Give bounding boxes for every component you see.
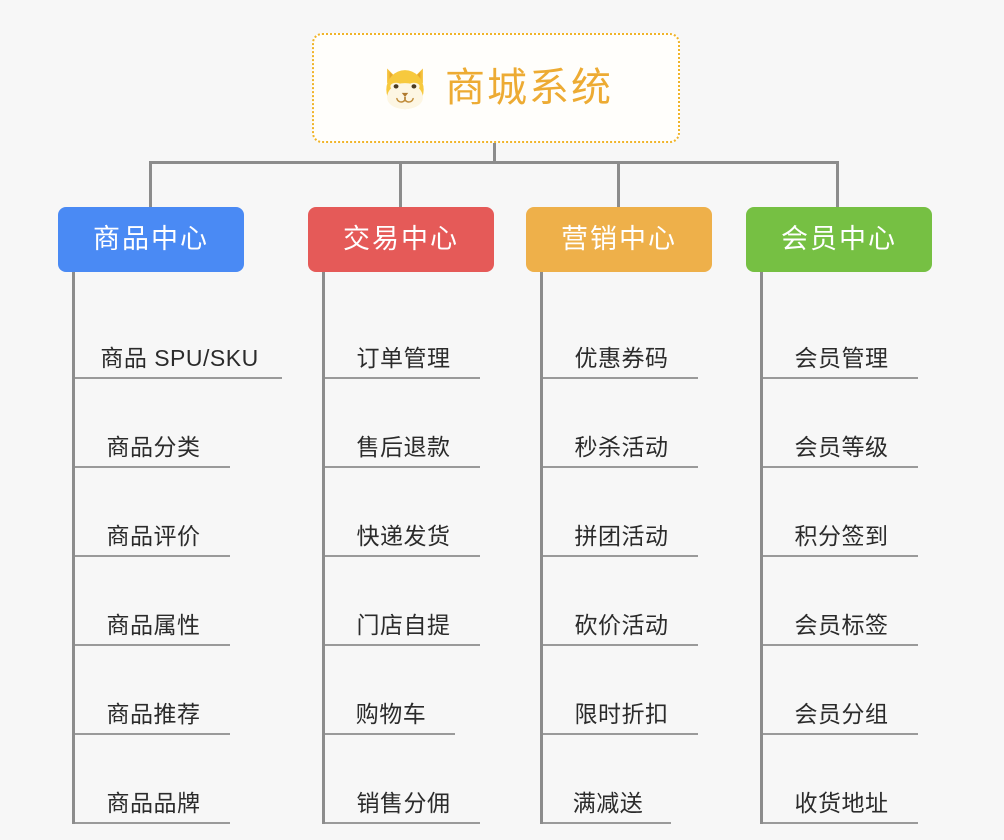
leaf-item[interactable]: 限时折扣	[543, 646, 698, 735]
leaf-item[interactable]: 会员管理	[763, 290, 918, 379]
leaf-item[interactable]: 收货地址	[763, 735, 918, 824]
connector-drop-3	[836, 161, 839, 208]
connector-drop-2	[617, 161, 620, 208]
branch-header-0[interactable]: 商品中心	[58, 207, 244, 272]
leaf-item-label: 会员分组	[794, 700, 889, 727]
leaf-item-label: 拼团活动	[574, 522, 669, 549]
branch-header-2[interactable]: 营销中心	[526, 207, 712, 272]
leaf-item-label: 订单管理	[356, 344, 451, 371]
leaf-item-label: 会员标签	[794, 611, 889, 638]
leaf-item-label: 商品属性	[106, 611, 201, 638]
leaf-item-label: 会员管理	[794, 344, 889, 371]
leaf-item-label: 积分签到	[794, 522, 889, 549]
leaf-item[interactable]: 购物车	[325, 646, 455, 735]
leaf-item[interactable]: 满减送	[543, 735, 671, 824]
leaf-item-label: 销售分佣	[356, 789, 451, 816]
leaf-item-label: 购物车	[355, 700, 427, 727]
leaf-item[interactable]: 积分签到	[763, 468, 918, 557]
leaf-item[interactable]: 拼团活动	[543, 468, 698, 557]
leaf-item[interactable]: 商品评价	[75, 468, 230, 557]
leaf-item[interactable]: 会员标签	[763, 557, 918, 646]
leaf-item[interactable]: 商品品牌	[75, 735, 230, 824]
shiba-dog-face-icon	[386, 68, 424, 111]
leaf-list-0: 商品 SPU/SKU 商品分类商品评价商品属性商品推荐商品品牌	[72, 272, 282, 824]
leaf-item[interactable]: 商品分类	[75, 379, 230, 468]
leaf-item-label: 商品品牌	[106, 789, 201, 816]
connector-drop-1	[399, 161, 402, 208]
branch-column-3: 会员中心会员管理会员等级积分签到会员标签会员分组收货地址	[746, 207, 932, 824]
connector-horizontal-bus	[149, 161, 839, 164]
leaf-item[interactable]: 商品 SPU/SKU	[75, 290, 282, 379]
leaf-list-1: 订单管理售后退款快递发货门店自提购物车销售分佣	[322, 272, 494, 824]
leaf-item[interactable]: 快递发货	[325, 468, 480, 557]
leaf-item[interactable]: 秒杀活动	[543, 379, 698, 468]
leaf-item[interactable]: 会员分组	[763, 646, 918, 735]
leaf-item-label: 收货地址	[794, 789, 889, 816]
branch-column-1: 交易中心订单管理售后退款快递发货门店自提购物车销售分佣	[308, 207, 494, 824]
leaf-item-label: 秒杀活动	[574, 433, 669, 460]
leaf-list-3: 会员管理会员等级积分签到会员标签会员分组收货地址	[760, 272, 932, 824]
leaf-item-label: 商品评价	[106, 522, 201, 549]
root-node[interactable]: 商城系统	[312, 33, 680, 143]
leaf-item-label: 门店自提	[356, 611, 451, 638]
leaf-item-label: 商品分类	[106, 433, 201, 460]
branch-column-0: 商品中心商品 SPU/SKU 商品分类商品评价商品属性商品推荐商品品牌	[58, 207, 282, 824]
leaf-item[interactable]: 门店自提	[325, 557, 480, 646]
leaf-item[interactable]: 会员等级	[763, 379, 918, 468]
leaf-item[interactable]: 商品属性	[75, 557, 230, 646]
branch-column-2: 营销中心优惠券码秒杀活动拼团活动砍价活动限时折扣满减送	[526, 207, 712, 824]
leaf-item-label: 商品 SPU/SKU	[100, 344, 259, 371]
leaf-item[interactable]: 销售分佣	[325, 735, 480, 824]
leaf-item[interactable]: 订单管理	[325, 290, 480, 379]
branch-header-1[interactable]: 交易中心	[308, 207, 494, 272]
leaf-item-label: 砍价活动	[574, 611, 669, 638]
leaf-item-label: 会员等级	[794, 433, 889, 460]
leaf-item-label: 售后退款	[356, 433, 451, 460]
root-title: 商城系统	[445, 66, 613, 110]
leaf-item-label: 商品推荐	[106, 700, 201, 727]
leaf-list-2: 优惠券码秒杀活动拼团活动砍价活动限时折扣满减送	[540, 272, 712, 824]
connector-root-stem	[493, 143, 496, 164]
leaf-item[interactable]: 售后退款	[325, 379, 480, 468]
leaf-item[interactable]: 商品推荐	[75, 646, 230, 735]
leaf-item-label: 满减送	[572, 789, 644, 816]
branch-header-3[interactable]: 会员中心	[746, 207, 932, 272]
leaf-item-label: 快递发货	[356, 522, 451, 549]
leaf-item-label: 优惠券码	[574, 344, 669, 371]
connector-drop-0	[149, 161, 152, 208]
leaf-item[interactable]: 优惠券码	[543, 290, 698, 379]
leaf-item[interactable]: 砍价活动	[543, 557, 698, 646]
leaf-item-label: 限时折扣	[574, 700, 669, 727]
